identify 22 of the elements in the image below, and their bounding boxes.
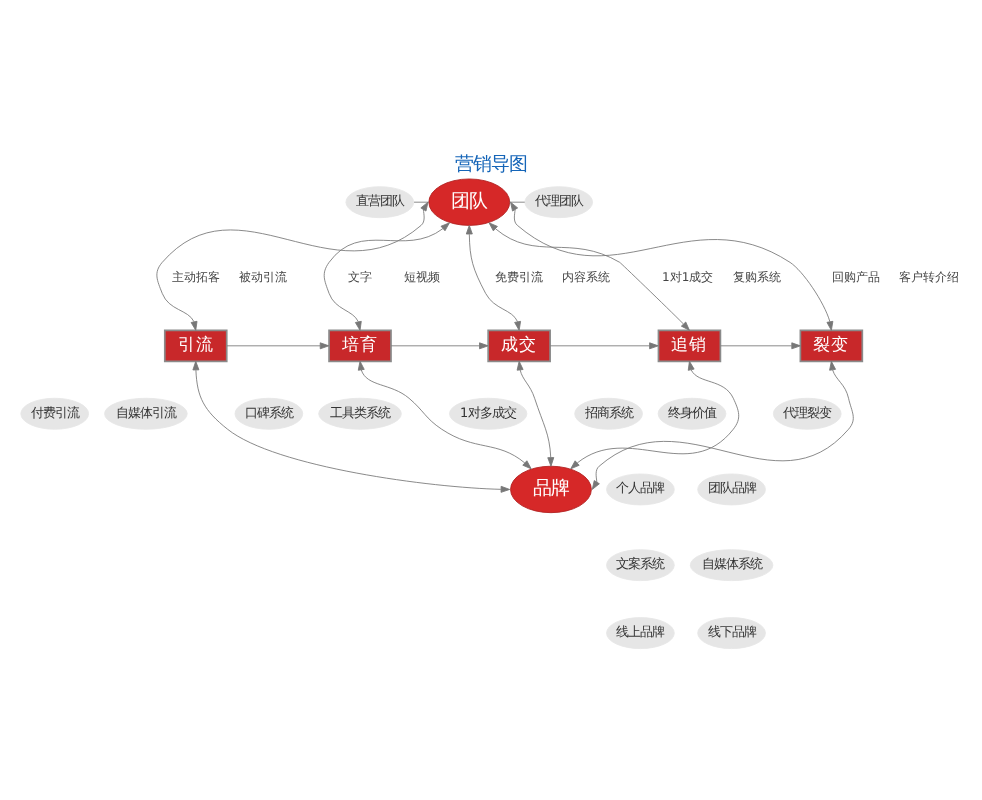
node-box: 培育 — [328, 329, 392, 363]
diagram-title: 营销导图 — [455, 154, 527, 177]
node-box: 成交 — [487, 329, 551, 363]
arrow — [488, 222, 690, 331]
node-ellipse: 品牌 — [510, 465, 592, 514]
arrow — [591, 360, 854, 490]
connector — [509, 201, 526, 203]
connector — [413, 201, 430, 203]
arrow — [156, 201, 429, 331]
arrow — [720, 342, 801, 350]
arrow — [226, 342, 330, 350]
arrow — [390, 342, 489, 350]
arrow — [549, 342, 659, 350]
arrow — [465, 225, 521, 331]
arrow — [510, 201, 834, 331]
node-ellipse: 团队 — [428, 178, 511, 226]
arrow — [516, 360, 555, 467]
arrow — [192, 360, 511, 493]
node-box: 裂变 — [799, 329, 864, 363]
arrow — [323, 222, 450, 331]
node-box: 引流 — [163, 329, 228, 363]
node-box: 追销 — [657, 329, 722, 363]
